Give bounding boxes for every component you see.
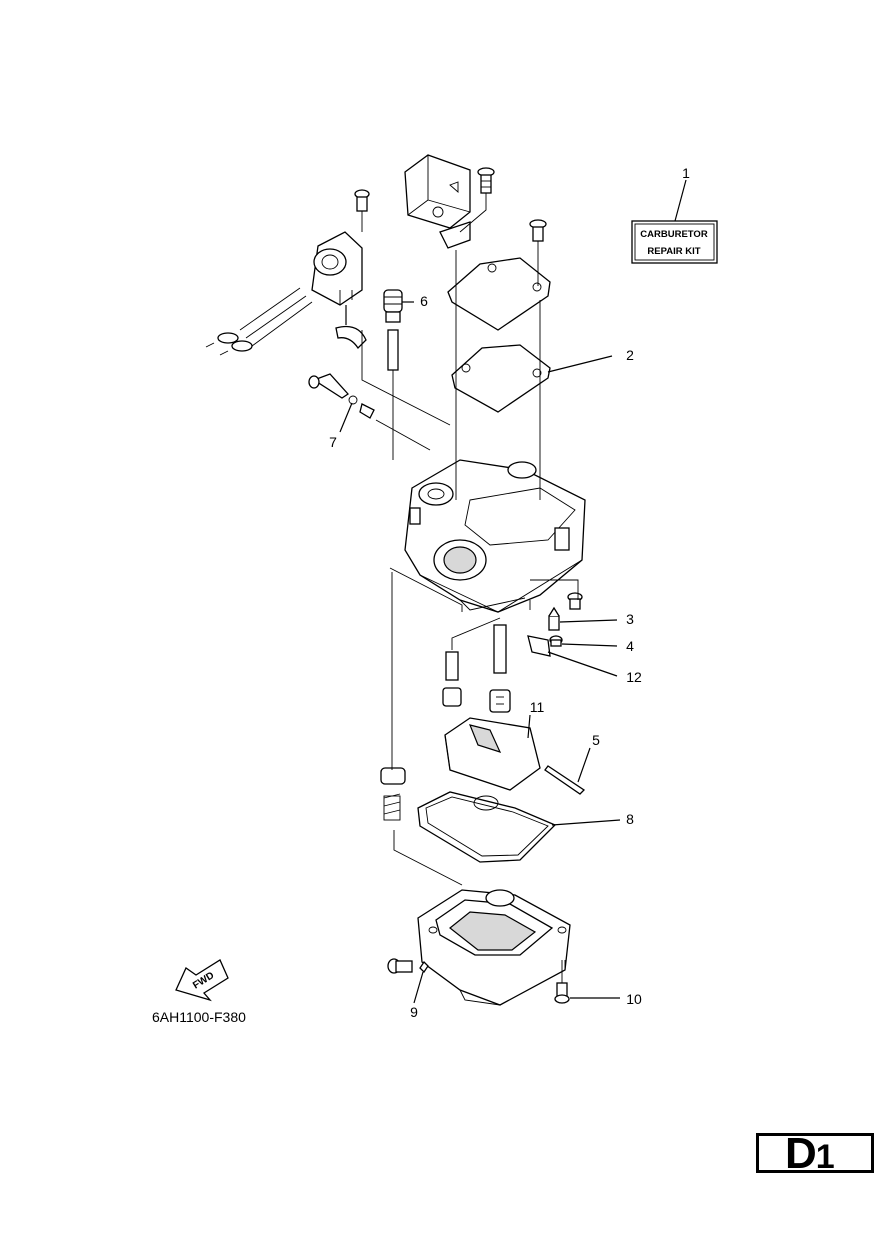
callout-5: 5 — [592, 732, 600, 748]
body-screw-right — [567, 592, 583, 610]
float-part-11 — [444, 714, 541, 791]
cover-plate — [447, 257, 551, 331]
figure-code: 6AH1100-F380 — [152, 1009, 246, 1025]
callout-8: 8 — [626, 811, 634, 827]
drain-seal — [380, 767, 406, 821]
float-chamber — [417, 889, 571, 1006]
callout-2: 2 — [626, 347, 634, 363]
repair-kit-label: CARBURETOR REPAIR KIT — [631, 179, 718, 264]
page-code-letter: D — [785, 1129, 817, 1178]
callout-12: 12 — [626, 669, 642, 685]
callout-6: 6 — [420, 293, 428, 309]
part-3 — [548, 606, 618, 631]
part-12 — [527, 635, 618, 677]
drain-screw-part-9 — [387, 958, 429, 1004]
chamber-screw-part-10 — [554, 960, 620, 1004]
solenoid-assembly — [205, 189, 451, 426]
fwd-arrow-icon: FWD — [175, 959, 229, 1002]
callout-7: 7 — [329, 434, 337, 450]
bracket — [404, 154, 471, 249]
callout-1: 1 — [682, 165, 690, 181]
main-nozzle — [442, 617, 511, 713]
callout-numbers: 1 2 3 4 5 6 7 8 9 10 11 12 — [329, 165, 690, 1020]
gasket-part-8 — [417, 791, 621, 863]
bracket-screw — [459, 167, 495, 233]
part-6 — [383, 289, 414, 460]
kit-label-line2: REPAIR KIT — [647, 246, 700, 257]
page-code: D1 — [785, 1129, 835, 1179]
guide-lines — [389, 250, 579, 886]
float-pin-part-5 — [544, 747, 591, 795]
callout-3: 3 — [626, 611, 634, 627]
callout-11: 11 — [530, 699, 545, 715]
gasket-part-2 — [451, 344, 613, 413]
callout-4: 4 — [626, 638, 634, 654]
callout-10: 10 — [626, 991, 642, 1007]
part-4 — [549, 635, 618, 647]
cover-screw — [529, 219, 547, 286]
page-code-box: D1 — [756, 1132, 874, 1176]
page-code-number: 1 — [815, 1138, 835, 1176]
callout-9: 9 — [410, 1004, 418, 1020]
kit-label-line1: CARBURETOR — [640, 229, 708, 240]
part-7-pilot-screw — [308, 373, 431, 451]
